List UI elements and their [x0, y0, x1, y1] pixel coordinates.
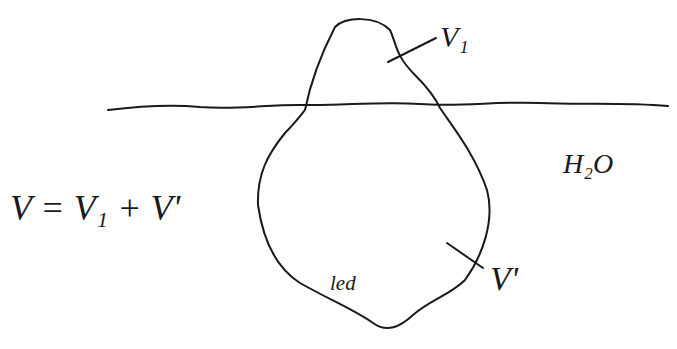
volume-label: H₂O [563, 150, 613, 178]
volume-label: V' [490, 262, 518, 296]
volume-label: V₁ [440, 22, 469, 52]
iceberg-outline [255, 15, 495, 335]
volume-equation: V = V₁ + V' [10, 190, 180, 226]
iceberg-shape: led [255, 15, 495, 335]
leader-line [447, 243, 483, 268]
water-line [108, 103, 668, 110]
material-label: led [330, 273, 356, 294]
